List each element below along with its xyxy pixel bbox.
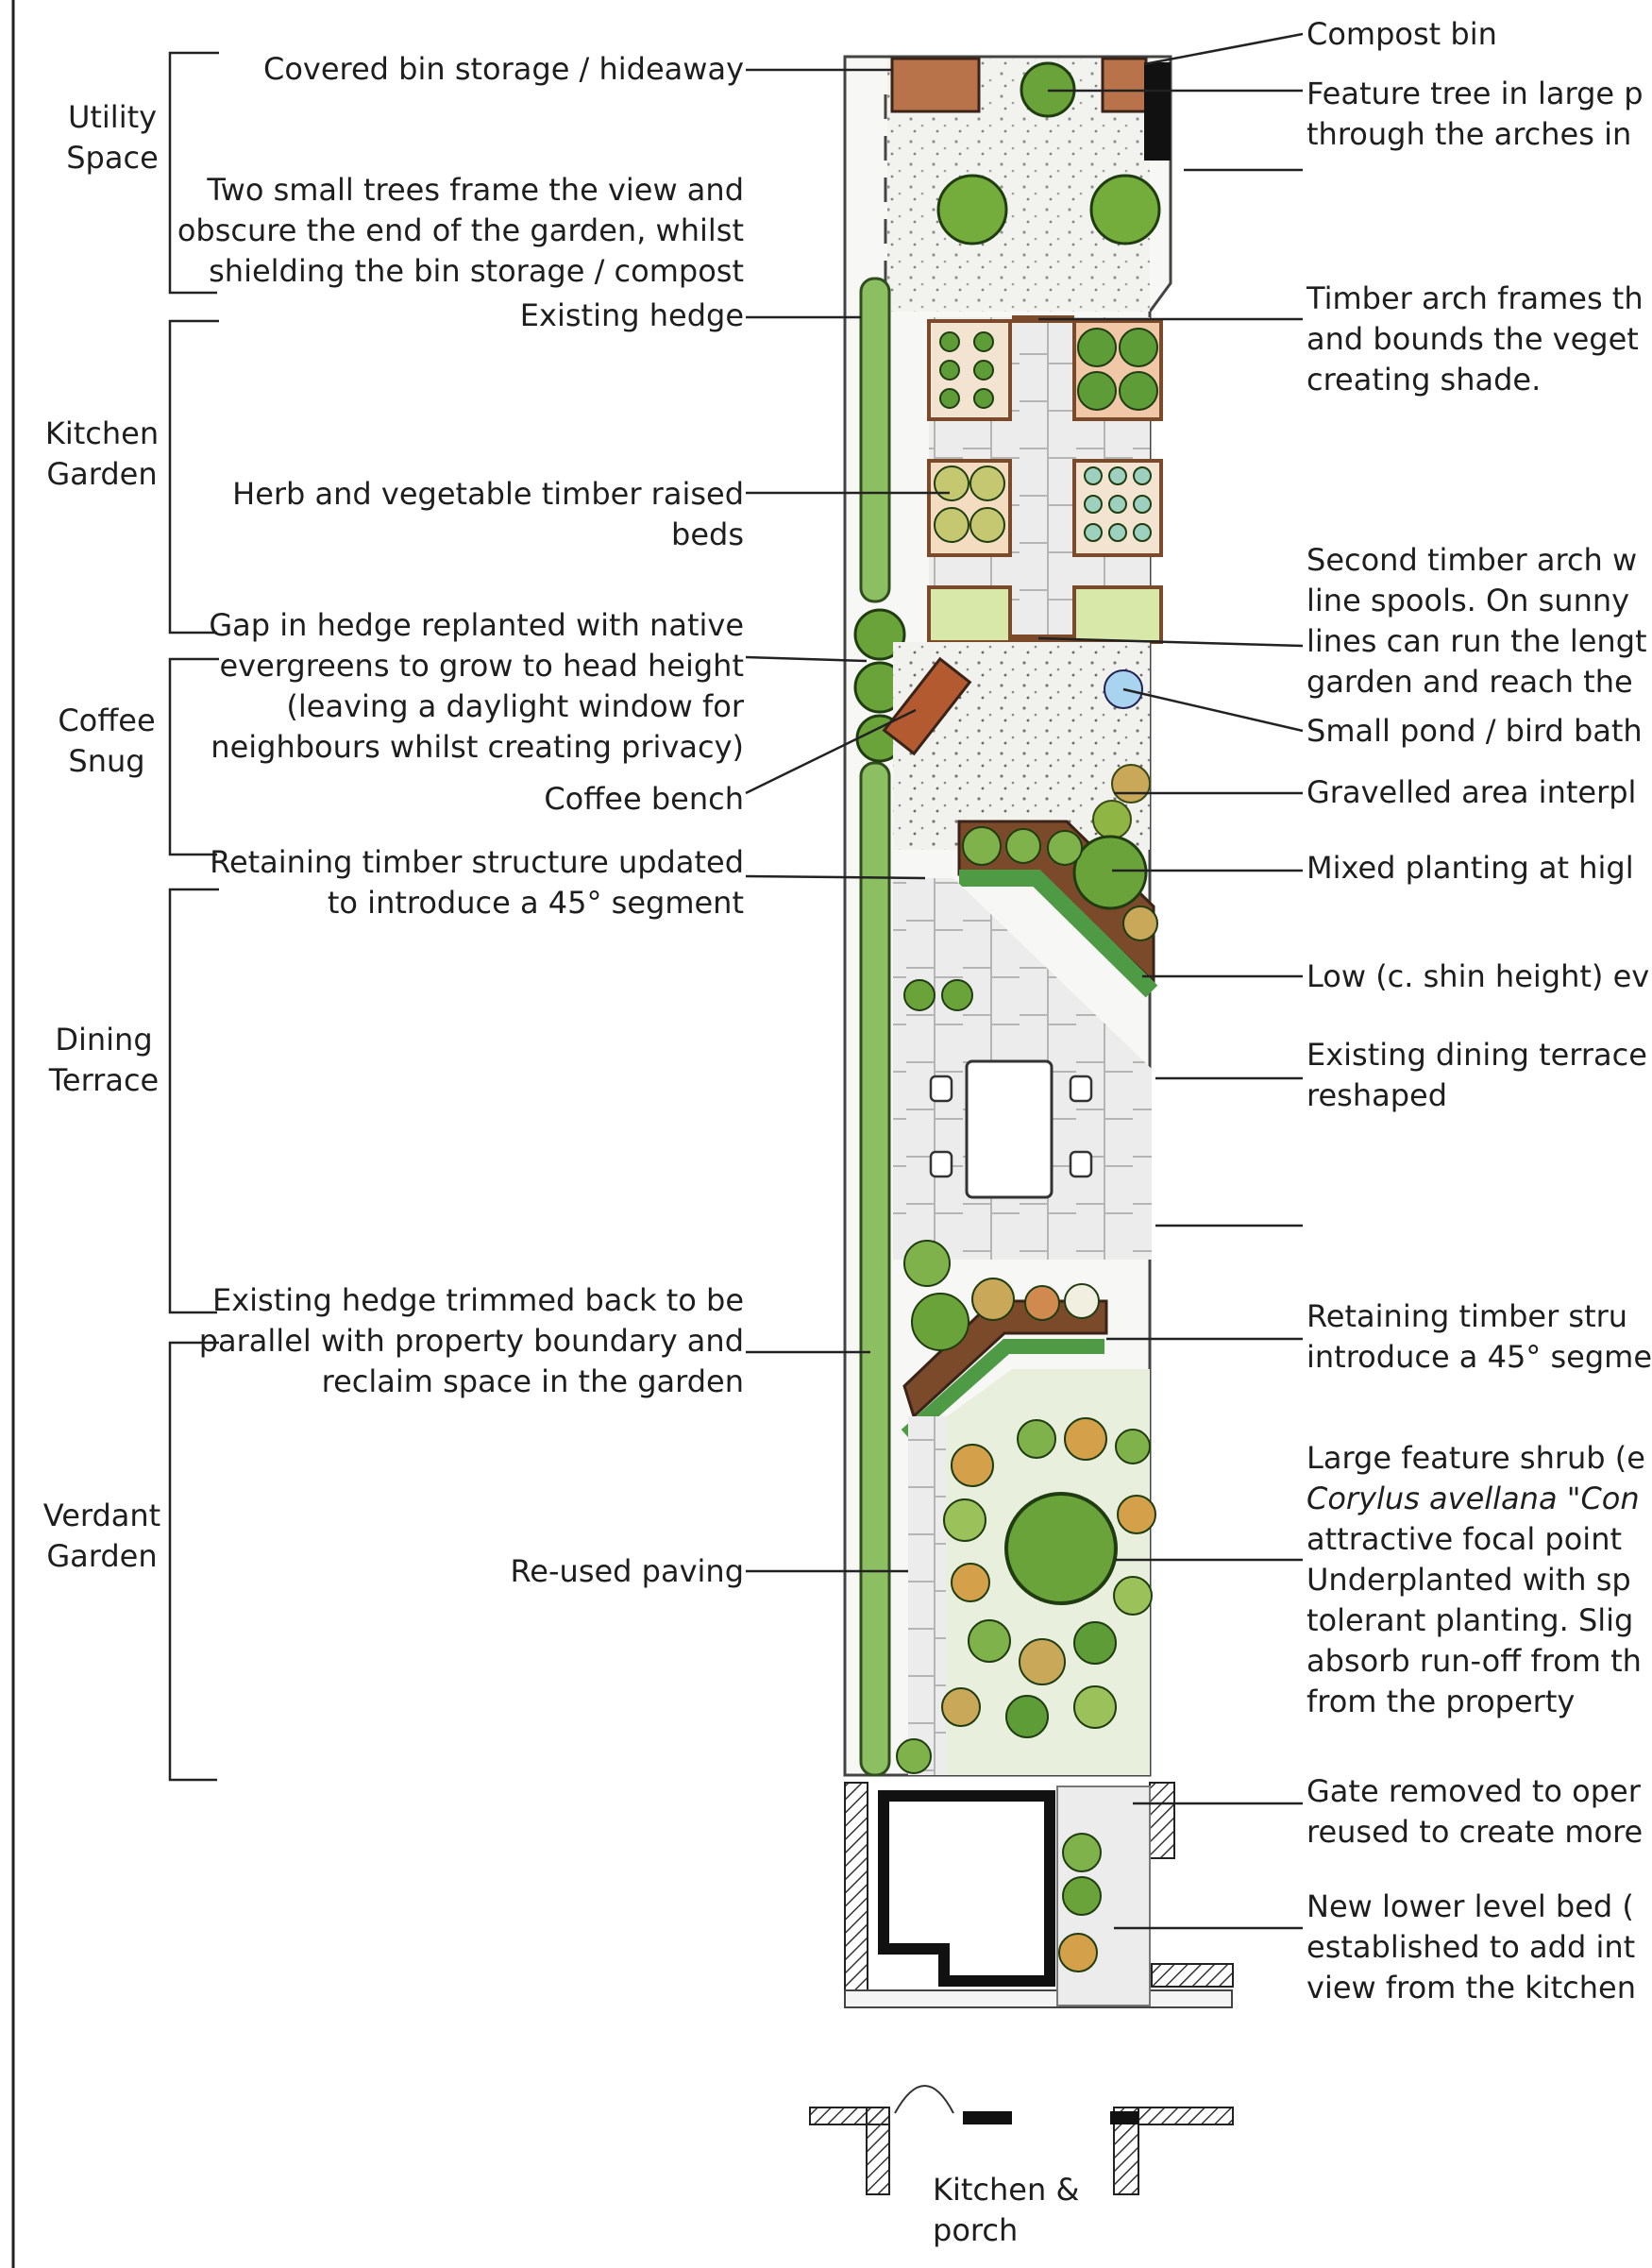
label-gate: Gate removed to oper reused to create mo…: [1306, 1773, 1644, 1850]
zone-label-coffee: Coffee Snug: [58, 702, 156, 779]
low-evergreen-top: [959, 870, 1158, 998]
label-gap-hedge: Gap in hedge replanted with native everg…: [209, 607, 744, 765]
label-kitchen-porch: Kitchen & porch: [933, 2172, 1080, 2248]
label-dining-terrace: Existing dining terrace reshaped: [1306, 1037, 1647, 1113]
reused-paving-strip: [908, 1416, 946, 1775]
label-large-shrub: Large feature shrub (e Corylus avellana …: [1306, 1440, 1645, 1719]
garden-plan: [11, 0, 1304, 2268]
zone-label-verdant: Verdant Garden: [42, 1498, 161, 1574]
feature-shrub: [1004, 1492, 1118, 1605]
existing-hedge-long: [859, 761, 891, 1777]
kitchen-porch-walls: [809, 2085, 1234, 2195]
label-retaining-left: Retaining timber structure updated to in…: [210, 844, 744, 921]
mixed-planting: [962, 826, 1158, 941]
zone-brackets: [168, 51, 219, 1782]
label-bin-storage: Covered bin storage / hideaway: [262, 51, 744, 87]
leaders-left: [745, 68, 950, 1573]
terrace-shrubs: [903, 979, 973, 1011]
label-lower-bed: New lower level bed ( established to add…: [1306, 1888, 1636, 2006]
bracket-utility: [168, 51, 219, 295]
bracket-kitchen: [168, 319, 219, 635]
lower-bed-plants: [1058, 1833, 1102, 1972]
label-coffee-bench: Coffee bench: [544, 781, 744, 817]
label-raised-beds: Herb and vegetable timber raised beds: [232, 476, 744, 552]
label-gravelled: Gravelled area interpl: [1306, 774, 1637, 810]
small-tree-right: [1089, 174, 1161, 245]
bracket-dining: [168, 888, 219, 1314]
label-second-arch: Second timber arch w line spools. On sun…: [1306, 542, 1647, 700]
label-retaining-right: Retaining timber stru introduce a 45° se…: [1306, 1298, 1652, 1375]
small-tree-left: [936, 174, 1008, 245]
label-hedge-trimmed: Existing hedge trimmed back to be parall…: [198, 1282, 744, 1399]
low-evergreen-bottom: [901, 1339, 1104, 1441]
label-low-evergreen: Low (c. shin height) ev: [1306, 958, 1650, 994]
compost-box: [1101, 57, 1148, 113]
label-existing-hedge: Existing hedge: [519, 297, 744, 333]
label-reused-paving: Re-used paving: [510, 1553, 745, 1589]
coffee-bench: [882, 656, 972, 756]
compost-bin: [1144, 62, 1171, 161]
bin-storage-box: [890, 57, 981, 113]
dining-chairs: [929, 1075, 1093, 1178]
existing-hedge-top: [859, 277, 891, 603]
label-compost-bin: Compost bin: [1306, 16, 1497, 52]
label-mixed-planting: Mixed planting at higl: [1306, 850, 1634, 886]
bed-plants: [934, 328, 1158, 543]
bracket-verdant: [168, 1341, 219, 1782]
verdant-top-plants: [903, 1240, 1100, 1351]
label-pond: Small pond / bird bath: [1306, 713, 1643, 749]
bracket-coffee: [168, 657, 219, 856]
leaders-right: [1037, 32, 1304, 1930]
label-feature-tree: Feature tree in large p through the arch…: [1306, 76, 1644, 152]
underplanting: [896, 1417, 1156, 1774]
label-two-trees: Two small trees frame the view and obscu…: [177, 172, 744, 289]
zone-label-utility: Utility Space: [66, 99, 159, 176]
label-timber-arch: Timber arch frames th and bounds the veg…: [1306, 280, 1644, 398]
zone-label-kitchen: Kitchen Garden: [44, 415, 160, 492]
outbuilding: [878, 1790, 1055, 1987]
dining-table: [965, 1059, 1054, 1199]
mixed-tree: [1072, 835, 1148, 910]
zone-label-dining: Dining Terrace: [48, 1022, 160, 1098]
